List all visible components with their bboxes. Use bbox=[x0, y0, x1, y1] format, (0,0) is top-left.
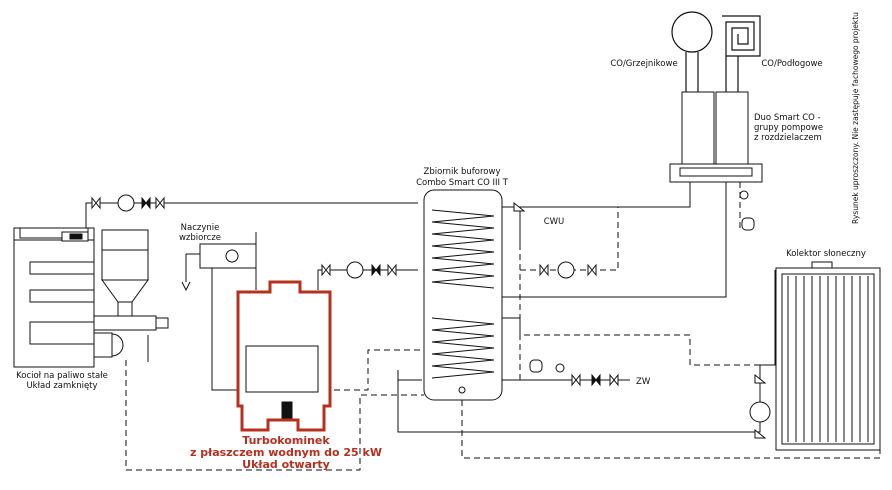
fireplace-label-1: Turbokominek bbox=[242, 434, 330, 447]
disclaimer-text: Rysunek uproszczony. Nie zastępuje facho… bbox=[851, 12, 860, 224]
buffer-tank bbox=[423, 189, 503, 401]
expansion-label-1: Naczynie bbox=[181, 223, 220, 233]
floor-circuit-symbol bbox=[722, 15, 761, 92]
radiator-circuit-symbol bbox=[671, 11, 713, 92]
boiler-label-1: Kocioł na paliwo stałe bbox=[16, 371, 108, 381]
solid-fuel-boiler bbox=[13, 227, 169, 368]
pump-group-label-3: z rozdzielaczem bbox=[754, 133, 822, 143]
fireplace-label-3: Układ otwarty bbox=[242, 458, 330, 471]
zw-label: ZW bbox=[636, 377, 651, 387]
pump-boiler bbox=[117, 194, 135, 212]
boiler-label-2: Układ zamknięty bbox=[26, 381, 97, 391]
pump-group-label-1: Duo Smart CO - bbox=[754, 113, 821, 123]
tank-label-2: Combo Smart CO III T bbox=[416, 178, 509, 188]
pump-solar bbox=[749, 401, 771, 423]
pump-fireplace bbox=[346, 261, 364, 279]
solar-collector bbox=[775, 261, 881, 451]
expansion-vessel bbox=[181, 243, 257, 292]
expansion-label-2: wzbiorcze bbox=[179, 233, 221, 243]
fireplace-label-2: z płaszczem wodnym do 25 kW bbox=[190, 446, 382, 459]
floor-label: CO/Podłogowe bbox=[761, 59, 822, 69]
pump-recirculation bbox=[557, 261, 575, 279]
tank-label-1: Zbiornik buforowy bbox=[424, 167, 501, 177]
cwu-label: CWU bbox=[544, 217, 565, 227]
pump-group-label-2: grupy pompowe bbox=[754, 123, 823, 133]
radiators-label: CO/Grzejnikowe bbox=[610, 59, 677, 69]
pump-group-manifold bbox=[669, 91, 763, 183]
fireplace-window bbox=[245, 345, 319, 419]
collector-label: Kolektor słoneczny bbox=[786, 249, 866, 259]
